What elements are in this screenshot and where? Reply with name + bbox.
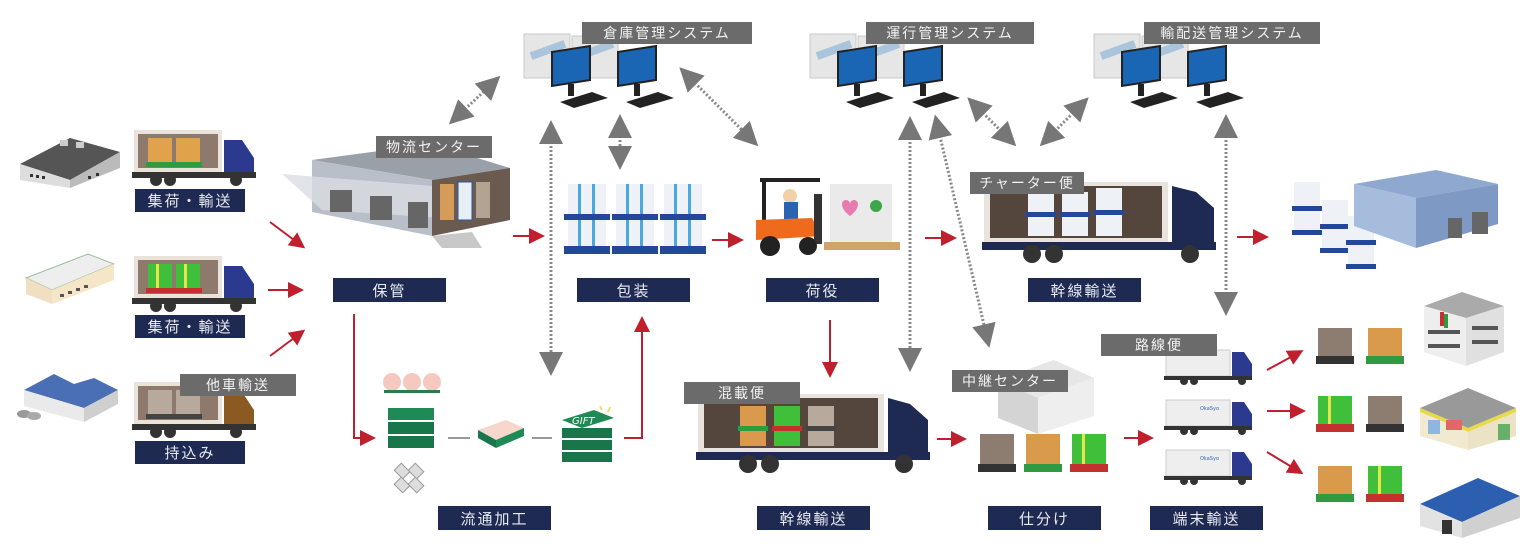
link-dms-charter [1039, 97, 1089, 147]
truck-logo-text: OkaSyo [1200, 406, 1219, 412]
small-boxes-icon [390, 462, 430, 496]
arrow-route-to-dest3 [1266, 451, 1304, 475]
route-truck-3: OkaSyo [1164, 448, 1254, 486]
tms-workstations [808, 30, 968, 110]
dest-department-store-icon [1422, 290, 1506, 368]
step-label-last-mile: 端末輸送 [1150, 506, 1263, 530]
customer-pallets-icon [1290, 180, 1380, 272]
source-truck-orange [132, 128, 258, 188]
gift-box-stack-icon: GIFT [560, 405, 616, 466]
arrow-route-to-dest1 [1266, 350, 1304, 371]
link-wms-center [448, 75, 501, 125]
gift-text: GIFT [572, 416, 595, 427]
arrow-storage-to-processing [353, 314, 376, 446]
charter-truck-icon [982, 178, 1218, 268]
logistics-center-building-icon [282, 140, 512, 250]
dest-warehouse-icon [1418, 474, 1522, 540]
computer-monitor-icon [809, 33, 960, 108]
wms-workstations [522, 30, 682, 110]
forklift-icon [752, 176, 902, 260]
data-links [448, 67, 1238, 376]
step-label-trunk-charter: 幹線輸送 [1028, 278, 1141, 302]
relay-center-building-icon [996, 356, 1096, 436]
green-box-stack-icon [386, 406, 436, 452]
sorted-pallets-icon [976, 432, 1110, 474]
customer-warehouse-icon [1352, 168, 1500, 250]
source-factory-blue-icon [14, 362, 120, 424]
step-label-processing: 流通加工 [438, 506, 551, 530]
peach-tray-icon [476, 416, 526, 450]
source-truck-green [132, 254, 258, 314]
dest-pallets-3 [1314, 464, 1406, 504]
step-label-bring-in: 持込み [135, 441, 245, 464]
dest-pallets-2 [1314, 394, 1406, 434]
consolidated-truck-icon [696, 392, 932, 478]
system-label-tms: 運行管理システム [866, 22, 1034, 44]
link-wms-handling [679, 67, 759, 147]
link-tms-charter [967, 97, 1017, 147]
tag-route: 路線便 [1101, 334, 1217, 356]
step-label-collect-1: 集荷・輸送 [135, 189, 245, 212]
tag-consolidated: 混載便 [684, 382, 800, 404]
arrow-source1-to-center [269, 221, 306, 249]
source-factory-icon [24, 250, 116, 306]
truck-logo-text: OkaSyo [1200, 456, 1219, 462]
dest-pallets-1 [1314, 326, 1406, 366]
packaged-pallets-icon [564, 180, 708, 258]
step-label-trunk-consolidated: 幹線輸送 [757, 506, 870, 530]
source-warehouse-icon [18, 130, 122, 188]
dest-convenience-store-icon [1418, 386, 1518, 452]
arrow-source3-to-center [269, 329, 306, 357]
tag-other-carrier: 他車輸送 [180, 374, 296, 396]
step-label-handling: 荷役 [766, 278, 879, 302]
computer-monitor-icon [523, 33, 674, 108]
tag-logistics-center: 物流センター [376, 136, 492, 158]
step-label-collect-2: 集荷・輸送 [135, 315, 245, 338]
arrow-processing-to-packaging [624, 316, 650, 439]
route-truck-2: OkaSyo [1164, 398, 1254, 436]
peaches-icon [382, 372, 442, 394]
step-label-sorting: 仕分け [988, 506, 1101, 530]
system-label-dms: 輸配送管理システム [1144, 22, 1320, 44]
step-label-packaging: 包装 [577, 278, 690, 302]
tag-charter: チャーター便 [970, 172, 1084, 194]
step-label-storage: 保管 [333, 278, 446, 302]
tag-relay-center: 中継センター [952, 370, 1068, 392]
system-label-wms: 倉庫管理システム [582, 22, 752, 44]
